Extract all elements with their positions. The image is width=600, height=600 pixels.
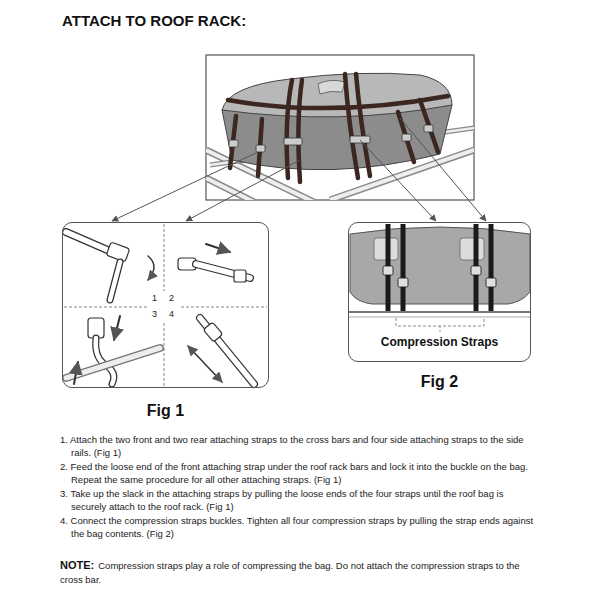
fig1-step-drawings: [66, 232, 254, 384]
figure-panel-2: Compression StrapsFig 2: [348, 222, 531, 362]
callout-number: 1: [152, 293, 157, 303]
figure-panel-1: Fig 1: [62, 222, 269, 388]
instruction-step: 3. Take up the slack in the attaching st…: [60, 487, 538, 513]
strap-buckles: [229, 125, 433, 152]
instruction-step: 2. Feed the loose end of the front attac…: [60, 460, 538, 486]
callout-number: 4: [169, 309, 174, 319]
figure-caption: Fig 1: [63, 402, 268, 420]
note-text: Compression straps play a role of compre…: [60, 560, 520, 585]
note-block: NOTE:Compression straps play a role of c…: [60, 558, 538, 587]
fig2-bag-drawing: [349, 224, 530, 332]
roof-bag-illustration: [206, 55, 474, 205]
diagram-title: ATTACH TO ROOF RACK:: [62, 12, 246, 29]
callout-label: Compression Straps: [349, 335, 530, 349]
roof-bag: [222, 73, 452, 169]
note-heading: NOTE:: [60, 559, 94, 571]
figure-caption: Fig 2: [349, 373, 530, 391]
fig1-dividers: [64, 224, 267, 386]
instruction-step: 1. Attach the two front and two rear att…: [60, 433, 538, 459]
leader-arrows: [112, 118, 486, 221]
instruction-step: 4. Connect the compression straps buckle…: [60, 514, 538, 540]
callout-number: 2: [169, 293, 174, 303]
callout-number: 3: [152, 309, 157, 319]
attaching-straps: [228, 74, 448, 182]
instruction-list: 1. Attach the two front and two rear att…: [60, 433, 538, 541]
